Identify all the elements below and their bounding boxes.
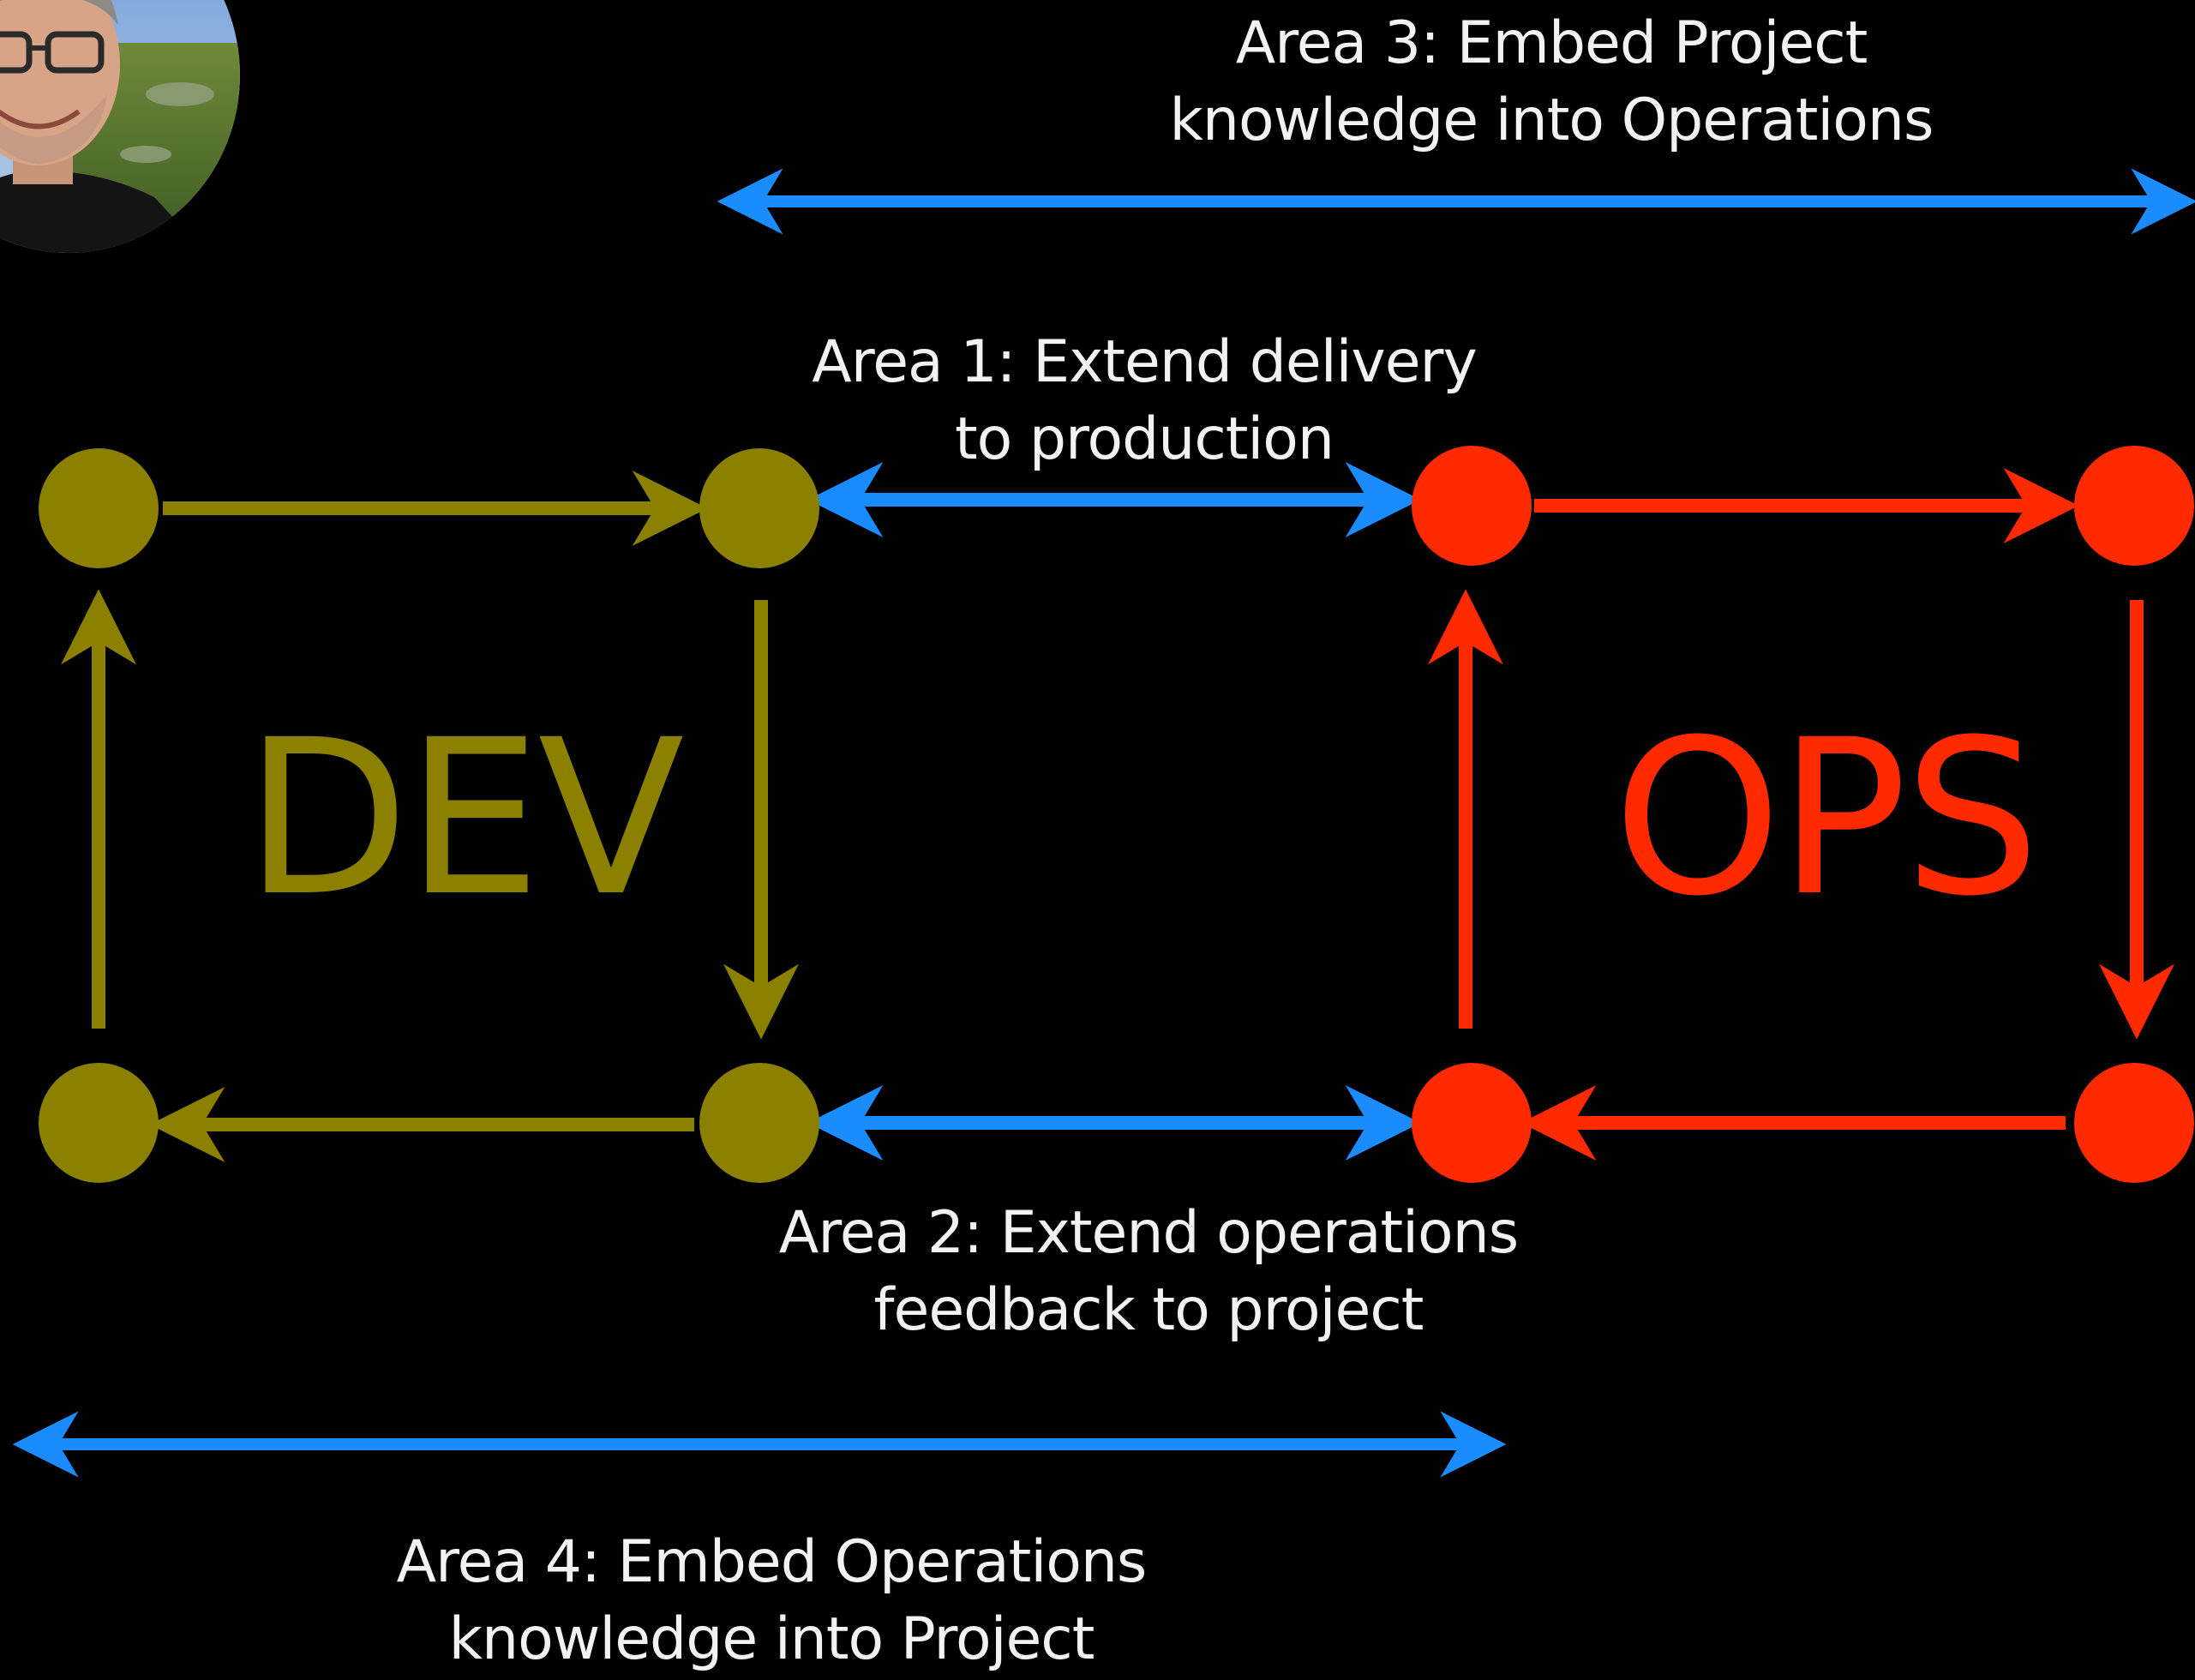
area2-label: Area 2: Extend operations feedback to pr… — [763, 1195, 1534, 1349]
ops-node-top-right — [2074, 446, 2194, 566]
area1-line2: to production — [954, 405, 1334, 473]
area1-line1: Area 1: Extend delivery — [812, 328, 1478, 396]
dev-node-bottom-right — [699, 1063, 819, 1183]
area3-label: Area 3: Embed Project knowledge into Ope… — [1166, 5, 1937, 159]
ops-node-bottom-right — [2074, 1063, 2194, 1183]
area2-line1: Area 2: Extend operations — [778, 1199, 1519, 1267]
area3-line2: knowledge into Operations — [1169, 87, 1934, 154]
area1-label: Area 1: Extend delivery to production — [789, 324, 1500, 478]
dev-node-top-right — [699, 448, 819, 568]
dev-label: DEV — [244, 693, 684, 943]
ops-node-top-left — [1412, 446, 1532, 566]
person-photo-avatar — [0, 0, 240, 253]
ops-label: OPS — [1613, 693, 2040, 943]
dev-node-top-left — [39, 448, 159, 568]
area4-line2: knowledge into Project — [448, 1605, 1095, 1673]
dev-node-bottom-left — [39, 1063, 159, 1183]
area3-line1: Area 3: Embed Project — [1235, 9, 1868, 77]
area4-line1: Area 4: Embed Operations — [396, 1528, 1148, 1596]
ops-node-bottom-left — [1412, 1063, 1532, 1183]
avatar-icon — [0, 0, 240, 253]
area2-line2: feedback to project — [873, 1276, 1424, 1344]
area4-label: Area 4: Embed Operations knowledge into … — [377, 1524, 1166, 1678]
